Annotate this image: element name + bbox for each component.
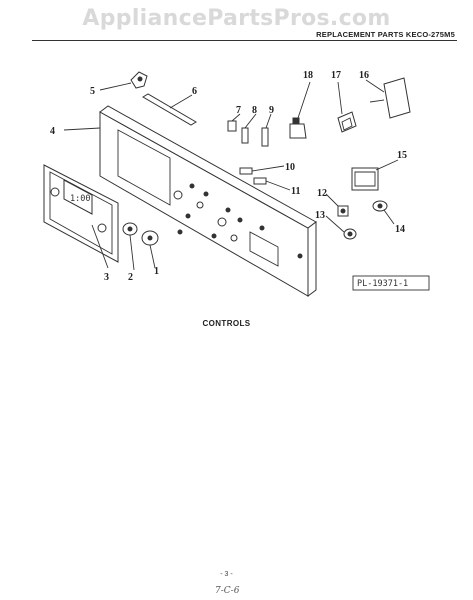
knob-part-1 [141, 230, 159, 246]
callout-5: 5 [90, 86, 95, 97]
callout-9: 9 [269, 105, 274, 116]
callout-4: 4 [50, 126, 55, 137]
switch-part-13 [343, 228, 357, 240]
callout-12: 12 [317, 188, 327, 199]
control-part-15 [351, 167, 379, 191]
reference-id-text: PL-19371-1 [357, 279, 408, 289]
reference-box: PL-19371-1 [352, 275, 430, 291]
header-rule [32, 40, 457, 41]
callout-15: 15 [397, 150, 407, 161]
callout-1: 1 [154, 266, 159, 277]
pushbutton-part-11 [253, 177, 267, 185]
callout-10: 10 [285, 162, 295, 173]
switch-part-18 [289, 117, 307, 139]
callout-2: 2 [128, 272, 133, 283]
page-number: - 3 - [220, 571, 233, 578]
clock-display-text: 1:00 [70, 194, 90, 204]
handwritten-note: 7-C-6 [215, 586, 240, 596]
clock-module-part-3: 1:00 [43, 164, 119, 263]
callout-18: 18 [303, 70, 313, 81]
switch-part-9 [261, 127, 269, 147]
callout-11: 11 [291, 186, 300, 197]
callout-8: 8 [252, 105, 257, 116]
callout-16: 16 [359, 70, 369, 81]
diagram-caption: CONTROLS [202, 319, 251, 328]
switch-part-7 [227, 120, 237, 132]
indicator-part-14 [372, 200, 388, 212]
callout-14: 14 [395, 224, 405, 235]
leader-lines [63, 79, 399, 271]
callout-13: 13 [315, 210, 325, 221]
page-header-title: REPLACEMENT PARTS KECO-275M5 [316, 30, 455, 39]
switch-part-12 [337, 205, 349, 217]
bracket-part-17 [337, 111, 357, 133]
callout-3: 3 [104, 272, 109, 283]
callout-6: 6 [192, 86, 197, 97]
callout-17: 17 [331, 70, 341, 81]
rod-part-6 [142, 93, 197, 126]
thermostat-part-16 [369, 77, 411, 119]
site-watermark: AppliancePartsPros.com [82, 6, 391, 31]
control-panel-part-4 [99, 105, 317, 297]
switch-part-8 [241, 127, 249, 144]
pushbutton-part-10 [239, 167, 253, 175]
bracket-part-5 [130, 71, 148, 89]
knob-part-2 [122, 222, 138, 236]
callout-7: 7 [236, 105, 241, 116]
